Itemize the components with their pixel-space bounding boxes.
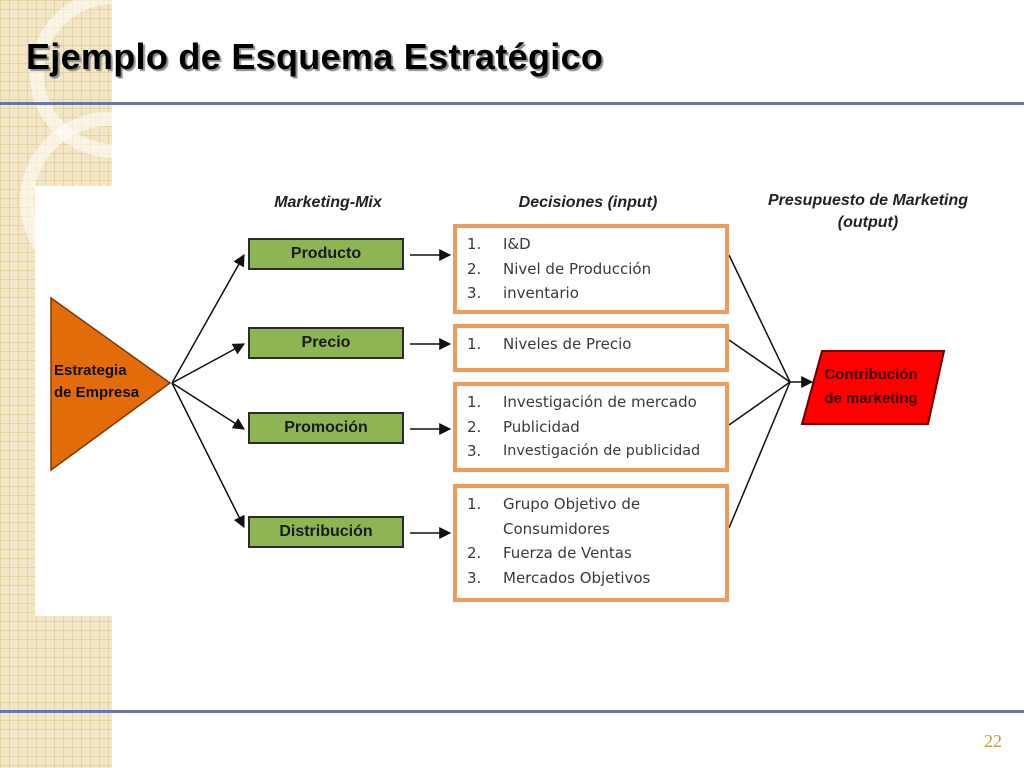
strategy-label: Estrategia de Empresa: [54, 360, 139, 404]
line-decisions1-output: [728, 254, 791, 383]
mix-box-promocion: Promoción: [248, 412, 404, 444]
output-label-line2: de marketing: [824, 390, 918, 407]
decision-list: 1. Grupo Objetivo de Consumidores 2. Fuerz…: [467, 492, 719, 590]
list-item: 2. Nivel de Producción: [467, 257, 719, 282]
arrow-to-promocion: [171, 382, 246, 430]
strategy-triangle: [50, 296, 172, 472]
list-item: 1. Niveles de Precio: [467, 332, 719, 357]
heading-decisions: Decisiones (input): [518, 194, 658, 211]
list-number: 1.: [467, 335, 482, 353]
list-number: 1.: [467, 393, 482, 411]
page-number: 22: [984, 731, 1002, 751]
decision-box-promocion: 1.Investigación de mercado 2.Publicidad …: [453, 382, 729, 472]
list-item: 1. Grupo Objetivo de Consumidores: [467, 492, 719, 541]
footer-divider: [0, 710, 1024, 713]
list-text: Investigación de publicidad: [503, 443, 701, 459]
heading-budget-line2: (output): [837, 214, 899, 231]
list-number: 2.: [467, 544, 482, 562]
line-decisions3-output: [728, 381, 791, 426]
list-number: 1.: [467, 235, 482, 253]
list-text: Investigación de mercado: [503, 393, 697, 411]
decision-box-distribucion: 1. Grupo Objetivo de Consumidores 2. Fuerz…: [453, 484, 729, 602]
list-item: 1. Investigación de mercado: [467, 390, 723, 415]
line-decisions4-output: [728, 381, 791, 529]
output-label-line1: Contribución: [824, 366, 918, 383]
list-text: inventario: [503, 284, 579, 302]
heading-marketing-mix: Marketing-Mix: [274, 194, 382, 211]
decision-list: 1. Niveles de Precio: [467, 332, 719, 357]
strategy-label-line1: Estrategia: [54, 362, 127, 379]
list-text: Publicidad: [503, 417, 580, 436]
list-item: 3. Mercados Objetivos: [467, 566, 719, 591]
output-label: Contribución de marketing: [808, 363, 934, 411]
list-item: 3. Investigación de publicidad: [467, 439, 723, 464]
arrow-to-distribucion: [171, 382, 245, 529]
list-text: Nivel de Producción: [503, 259, 652, 278]
arrow-to-producto: [171, 253, 245, 384]
list-item: 1. I&D: [467, 232, 719, 257]
list-number: 3.: [467, 284, 482, 302]
title-divider: [0, 102, 1024, 105]
list-number: 2.: [467, 259, 482, 278]
list-number: 2.: [467, 417, 482, 436]
list-item: 2. Fuerza de Ventas: [467, 541, 719, 566]
list-text: Niveles de Precio: [503, 335, 632, 353]
list-number: 3.: [467, 442, 482, 460]
heading-budget-line1: Presupuesto de Marketing: [767, 192, 969, 209]
decision-list: 1. I&D 2. Nivel de Producción 3. inventario: [467, 232, 719, 306]
strategy-label-line2: de Empresa: [54, 384, 140, 401]
page-title: Ejemplo de Esquema Estratégico: [26, 36, 604, 77]
list-text: Grupo Objetivo de Consumidores: [503, 495, 641, 538]
arrow-to-precio: [171, 343, 246, 384]
output-parallelogram: [800, 350, 946, 425]
list-text: Mercados Objetivos: [503, 568, 651, 587]
decision-box-precio: 1. Niveles de Precio: [453, 324, 729, 372]
mix-box-distribucion: Distribución: [248, 516, 404, 548]
decision-box-producto: 1. I&D 2. Nivel de Producción 3. inventario: [453, 224, 729, 314]
list-number: 1.: [467, 495, 482, 513]
heading-budget: Presupuesto de Marketing (output): [752, 190, 984, 234]
list-item: 2. Publicidad: [467, 415, 723, 440]
line-decisions2-output: [728, 339, 791, 383]
list-number: 3.: [467, 568, 482, 587]
mix-box-producto: Producto: [248, 238, 404, 270]
list-text: Fuerza de Ventas: [503, 544, 632, 562]
list-text: I&D: [503, 235, 531, 253]
decision-list: 1.Investigación de mercado 2.Publicidad …: [467, 390, 723, 464]
mix-box-precio: Precio: [248, 327, 404, 359]
list-item: 3. inventario: [467, 281, 719, 306]
